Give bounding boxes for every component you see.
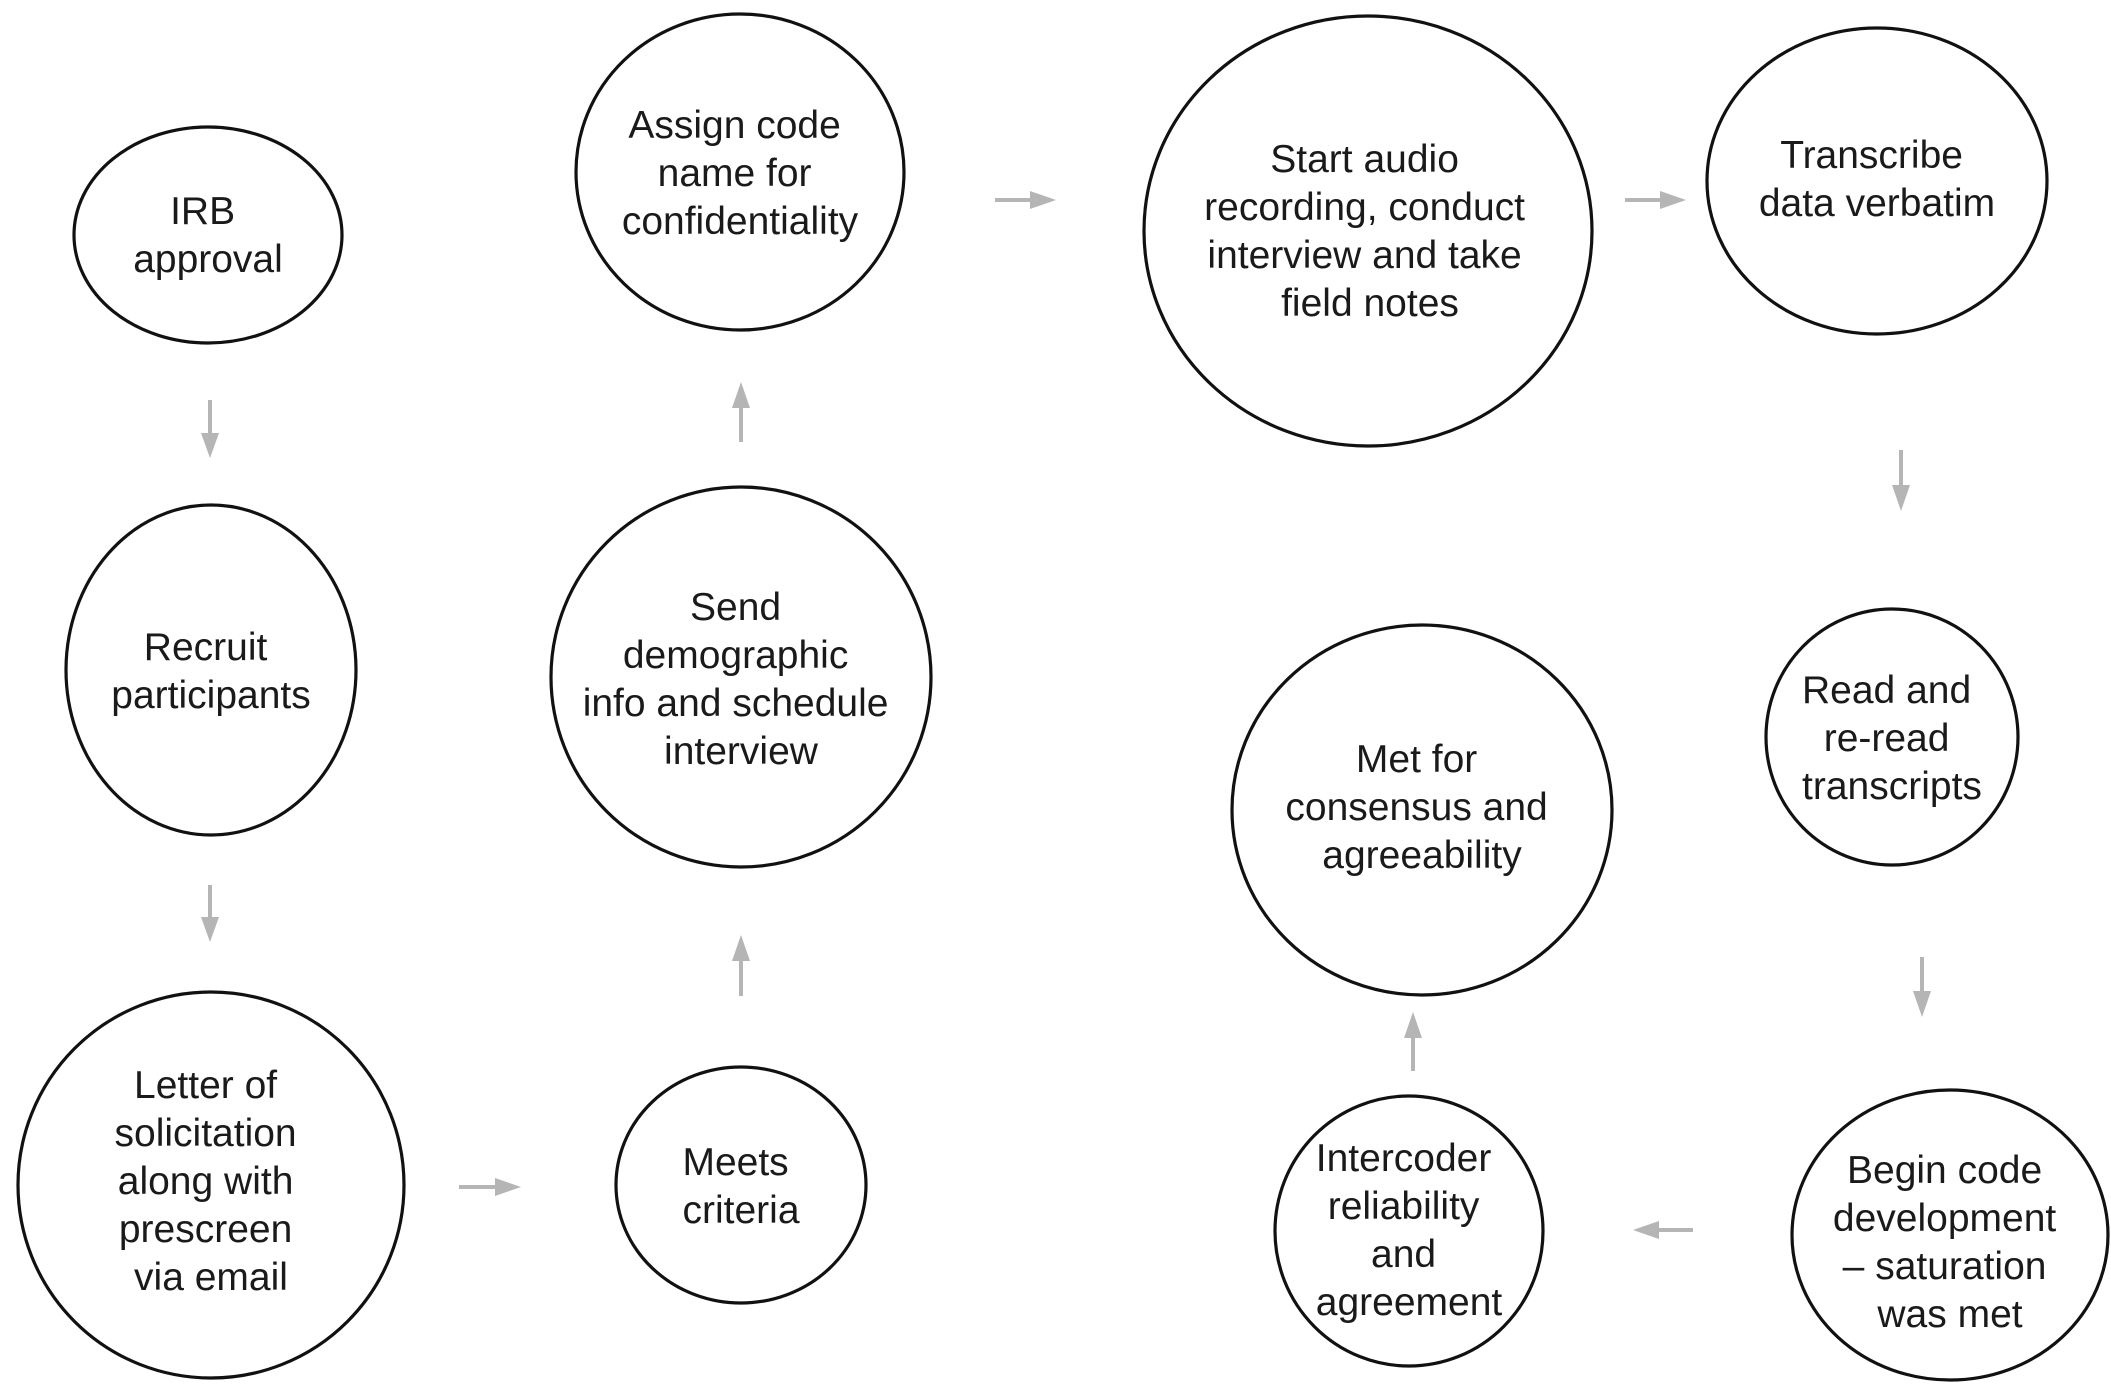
node-recruit-participants-label: Recruit participants: [111, 626, 310, 717]
node-irb-approval-label: IRB approval: [133, 190, 283, 281]
node-send-demographic-info-label: Send demographic info and schedule inter…: [583, 586, 900, 773]
node-met-for-consensus: Met for consensus and agreeability: [1230, 623, 1614, 997]
arrow-transcribe-to-read: [1892, 450, 1910, 511]
arrow-intercoder-to-met: [1404, 1012, 1422, 1071]
node-meets-criteria: Meets criteria: [614, 1065, 868, 1305]
node-irb-approval: IRB approval: [72, 125, 344, 345]
node-meets-criteria-label: Meets criteria: [682, 1141, 799, 1232]
node-letter-of-solicitation-label: Letter of solicitation along with prescr…: [115, 1064, 308, 1299]
node-transcribe-data: Transcribe data verbatim: [1705, 26, 2049, 336]
node-transcribe-data-label: Transcribe data verbatim: [1759, 134, 1995, 225]
node-met-for-consensus-label: Met for consensus and agreeability: [1285, 738, 1558, 877]
node-assign-code-name-label: Assign code name for confidentiality: [622, 104, 859, 243]
arrow-meets-to-send: [732, 935, 750, 996]
node-begin-code-development-label: Begin code development – saturation was …: [1833, 1149, 2067, 1336]
node-begin-code-development: Begin code development – saturation was …: [1790, 1088, 2110, 1382]
node-intercoder-reliability-label: Intercoder reliability and agreement: [1316, 1137, 1503, 1324]
arrow-begin-to-intercoder: [1633, 1221, 1693, 1239]
node-intercoder-reliability: Intercoder reliability and agreement: [1273, 1094, 1545, 1368]
node-recruit-participants: Recruit participants: [64, 503, 358, 837]
arrow-letter-to-meets: [459, 1178, 521, 1196]
arrow-read-to-begin: [1913, 957, 1931, 1017]
node-start-audio-recording: Start audio recording, conduct interview…: [1142, 14, 1594, 448]
node-letter-of-solicitation: Letter of solicitation along with prescr…: [16, 990, 406, 1380]
arrow-start-to-transcribe: [1625, 191, 1686, 209]
arrow-send-to-assign: [732, 382, 750, 442]
arrow-recruit-to-letter: [201, 885, 219, 942]
node-send-demographic-info: Send demographic info and schedule inter…: [549, 485, 933, 869]
node-start-audio-recording-label: Start audio recording, conduct interview…: [1204, 138, 1536, 325]
arrow-irb-to-recruit: [201, 400, 219, 458]
node-read-transcripts: Read and re-read transcripts: [1764, 607, 2020, 867]
node-read-transcripts-label: Read and re-read transcripts: [1802, 669, 1982, 808]
node-assign-code-name: Assign code name for confidentiality: [574, 12, 906, 332]
arrow-assign-to-start: [995, 191, 1056, 209]
